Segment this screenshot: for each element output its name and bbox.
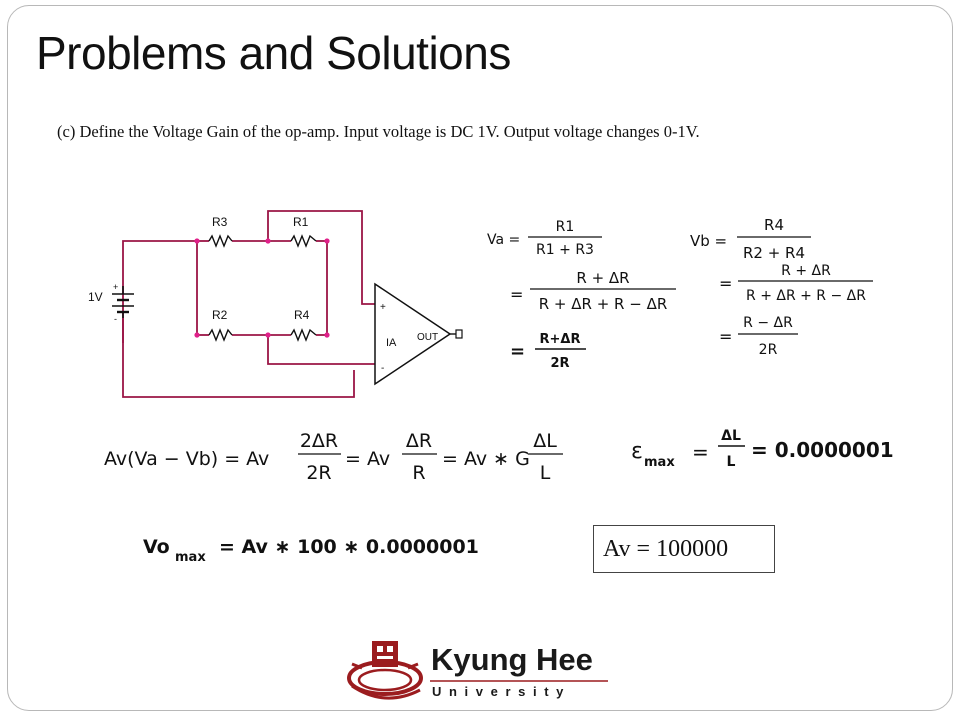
vb-denominator-3: 2R [759,342,778,358]
slide-frame [7,5,953,711]
eps-den: L [727,454,736,470]
node [265,238,271,244]
vb-numerator-2: R + ΔR [781,263,831,279]
resistor-r1 [290,234,317,248]
av-mid: = Av [345,448,390,470]
av-frac1-num: 2ΔR [300,430,338,452]
resistors [208,234,317,342]
opamp-plus: + [380,302,386,313]
va-numerator: R1 [556,219,575,235]
opamp-symbol [374,282,463,386]
eps-lhs: ε [631,439,643,464]
vo-rhs: = Av ∗ 100 ∗ 0.0000001 [219,536,479,558]
opamp-label: IA [386,337,397,349]
circuit-nodes [194,238,330,338]
label-r2: R2 [212,308,228,322]
node [194,238,200,244]
va-numerator-2: R + ΔR [576,269,629,287]
page-title: Problems and Solutions [36,27,511,79]
logo-name: Kyung Hee [431,642,593,677]
label-r1: R1 [293,215,309,229]
wire-top-left [122,240,197,343]
logo-subtitle: U n i v e r s i t y [432,684,565,699]
va-denominator-3: 2R [550,356,569,371]
vb-eq3: = [719,327,732,346]
wire-top-right [267,210,375,305]
question-text: (c) Define the Voltage Gain of the op-am… [57,122,700,141]
opamp-minus: - [381,363,384,374]
vo-sub: max [175,550,206,565]
university-logo: Kyung Hee U n i v e r s i t y [347,641,608,700]
node [324,332,330,338]
circuit-diagram [122,210,375,398]
epsilon-max-expression: ε max = ΔL L = 0.0000001 [631,428,894,470]
resistor-r2 [208,328,233,342]
node [265,332,271,338]
opamp-out-label: OUT [417,332,438,343]
vb-lhs: Vb = [690,232,727,250]
label-r4: R4 [294,308,310,322]
vb-numerator: R4 [764,216,784,234]
wire-mid-lower [267,335,375,365]
source-minus: - [114,314,117,324]
va-denominator-2: R + ΔR + R − ΔR [539,295,668,313]
resistor-r4 [290,328,317,342]
vb-denominator-2: R + ΔR + R − ΔR [746,288,866,304]
resistor-r3 [208,234,233,248]
va-denominator: R1 + R3 [536,242,594,258]
eps-sub: max [644,455,675,470]
label-r3: R3 [212,215,228,229]
av-mid2: = Av ∗ G [442,448,530,470]
vb-denominator: R2 + R4 [743,244,805,262]
battery-icon [112,286,134,318]
va-derivation: Va = R1 R1 + R3 = R + ΔR R + ΔR + R − ΔR… [487,219,676,371]
av-frac2-den: R [412,462,425,484]
university-emblem-icon [347,641,423,700]
va-lhs: Va = [487,232,520,248]
source-label: 1V [88,290,103,304]
av-frac3-den: L [540,462,551,484]
va-eq3: = [510,341,525,362]
source-plus: + [113,282,118,292]
av-frac2-num: ΔR [406,430,432,452]
vb-derivation: Vb = R4 R2 + R4 = R + ΔR R + ΔR + R − ΔR… [690,216,873,358]
va-numerator-3: R+ΔR [540,332,581,347]
vb-numerator-3: R − ΔR [743,315,793,331]
va-eq2: = [510,285,523,304]
answer-box: Av = 100000 [593,525,775,573]
av-frac3-num: ΔL [533,430,557,452]
av-frac1-den: 2R [306,462,331,484]
av-expression: Av(Va − Vb) = Av 2ΔR 2R = Av ΔR R = Av ∗… [104,430,563,484]
eps-num: ΔL [721,428,741,444]
av-expr-lhs: Av(Va − Vb) = Av [104,448,269,470]
vo-max-expression: Vo max = Av ∗ 100 ∗ 0.0000001 [143,536,479,565]
node [194,332,200,338]
node [324,238,330,244]
vo-lhs: Vo [143,536,170,558]
wire-bottom [122,318,355,398]
vb-eq2: = [719,274,732,293]
eps-eq: = [692,440,709,464]
eps-rhs: = 0.0000001 [751,438,894,462]
